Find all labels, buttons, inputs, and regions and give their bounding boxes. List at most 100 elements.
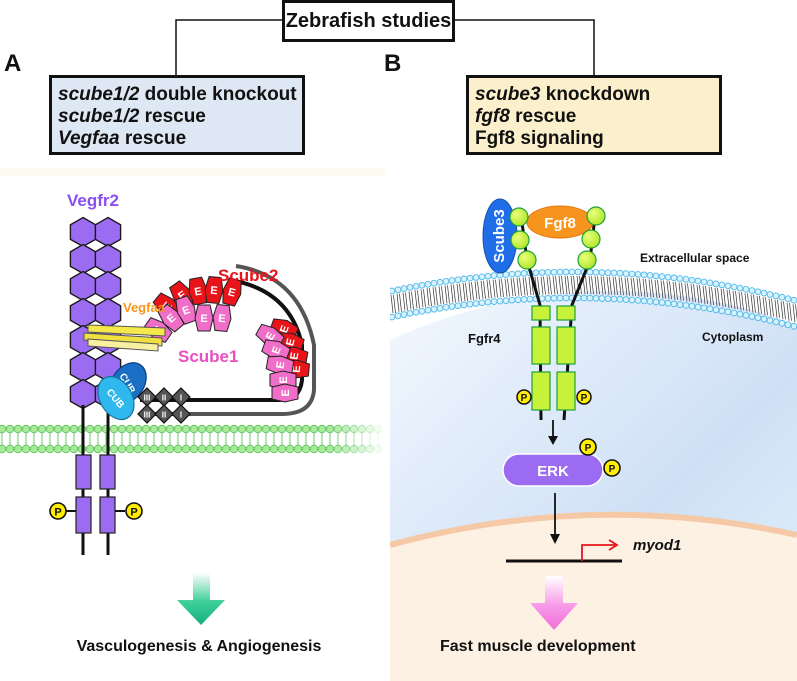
svg-text:P: P (585, 443, 592, 454)
lipid-head (237, 444, 247, 454)
lipid-head (490, 272, 498, 279)
phospho-icon: P (516, 389, 532, 405)
lipid-head (652, 272, 660, 280)
lipid-head (197, 444, 207, 454)
lipid-head (69, 424, 79, 434)
lipid-head (245, 444, 255, 454)
lipid-head (277, 424, 287, 434)
lipid-head (616, 295, 624, 303)
lipid-head (640, 271, 648, 279)
lipid-head (772, 318, 780, 326)
lipid-head (61, 424, 71, 434)
outcome-label-a: Vasculogenesis & Angiogenesis (77, 638, 322, 655)
svg-text:I: I (180, 394, 182, 403)
cytoplasm-label: Cytoplasm (702, 330, 763, 344)
vegfr2-ig-domain (69, 216, 97, 248)
svg-text:E: E (194, 285, 203, 298)
egf-domain: E (204, 275, 224, 305)
lipid-head (430, 279, 438, 287)
phospho-icon: P (576, 389, 592, 405)
lipid-head (349, 424, 359, 434)
vegfr2-label: Vegfr2 (67, 191, 119, 210)
lipid-head (736, 284, 744, 292)
lipid-head (394, 286, 402, 294)
lipid-head (658, 299, 666, 306)
lipid-head (670, 300, 678, 308)
panel-b-background (390, 160, 797, 681)
lipid-head (293, 444, 303, 454)
lipid-head (784, 295, 792, 303)
svg-text:E: E (274, 361, 287, 370)
panel-b-experiments-box: scube3 knockdown fgf8 rescue Fgf8 signal… (466, 75, 722, 155)
lipid-head (700, 278, 708, 286)
lipid-head (261, 424, 271, 434)
svg-text:E: E (210, 285, 218, 298)
erk-kinase: ERK (502, 453, 604, 487)
svg-text:E: E (200, 313, 207, 325)
lipid-head (610, 269, 618, 277)
lipid-head (454, 302, 462, 310)
lipid-head (412, 282, 420, 290)
lipid-head (93, 424, 103, 434)
cys-rich-domain: I (171, 387, 191, 407)
lipid-head (61, 444, 71, 454)
lipid-head (165, 444, 175, 454)
lipid-head (213, 444, 223, 454)
lipid-head (301, 444, 311, 454)
lipid-head (562, 294, 570, 302)
lipid-head (442, 304, 450, 311)
lipid-head (706, 279, 714, 287)
lipid-head (197, 424, 207, 434)
lipid-head (229, 424, 239, 434)
vegfr2-ig-domain (94, 270, 122, 302)
lipid-head (325, 444, 335, 454)
svg-text:E: E (278, 324, 292, 335)
lipid-head (400, 311, 408, 318)
phospho-icon: P (603, 459, 621, 477)
lipid-head (550, 268, 558, 276)
lipid-head (538, 269, 546, 276)
lipid-head (490, 298, 498, 305)
lipid-head (556, 294, 564, 302)
lipid-head (634, 271, 642, 278)
lipid-head (670, 274, 678, 282)
lipid-head (325, 424, 335, 434)
svg-text:ERK: ERK (537, 463, 569, 480)
lipid-head (520, 270, 528, 277)
lipid-head (13, 444, 23, 454)
lipid-head (544, 269, 552, 276)
lipid-head (424, 306, 432, 314)
plasma-membrane-b (390, 268, 797, 330)
lipid-head (484, 272, 492, 280)
lipid-head (317, 444, 327, 454)
kinase-domain (75, 496, 92, 534)
lipid-head (652, 298, 660, 306)
lipid-head (390, 287, 396, 295)
lipid-head (133, 424, 143, 434)
lipid-head (586, 268, 594, 276)
gene-name: scube3 (475, 84, 541, 105)
lipid-head (189, 444, 199, 454)
lipid-head (628, 296, 636, 304)
lipid-head (349, 444, 359, 454)
svg-text:E: E (280, 389, 292, 396)
panel-a-experiments-box: scube1/2 double knockout scube1/2 rescue… (49, 75, 305, 155)
svg-text:P: P (54, 507, 61, 519)
lipid-head (149, 424, 159, 434)
lipid-head (309, 424, 319, 434)
lipid-head (550, 294, 558, 302)
lipid-head (13, 424, 23, 434)
fgf8-ligand: Fgf8 (526, 205, 594, 239)
experiment-line: fgf8 rescue (475, 106, 719, 128)
lipid-head (724, 282, 732, 290)
svg-text:P: P (581, 393, 588, 404)
lipid-head (598, 295, 606, 302)
lipid-head (37, 424, 47, 434)
lipid-head (173, 444, 183, 454)
lipid-head (141, 444, 151, 454)
lipid-head (694, 277, 702, 285)
lipid-head (742, 311, 750, 319)
experiment-line: Vegfaa rescue (58, 128, 302, 150)
experiment-line: scube1/2 double knockout (58, 84, 302, 106)
